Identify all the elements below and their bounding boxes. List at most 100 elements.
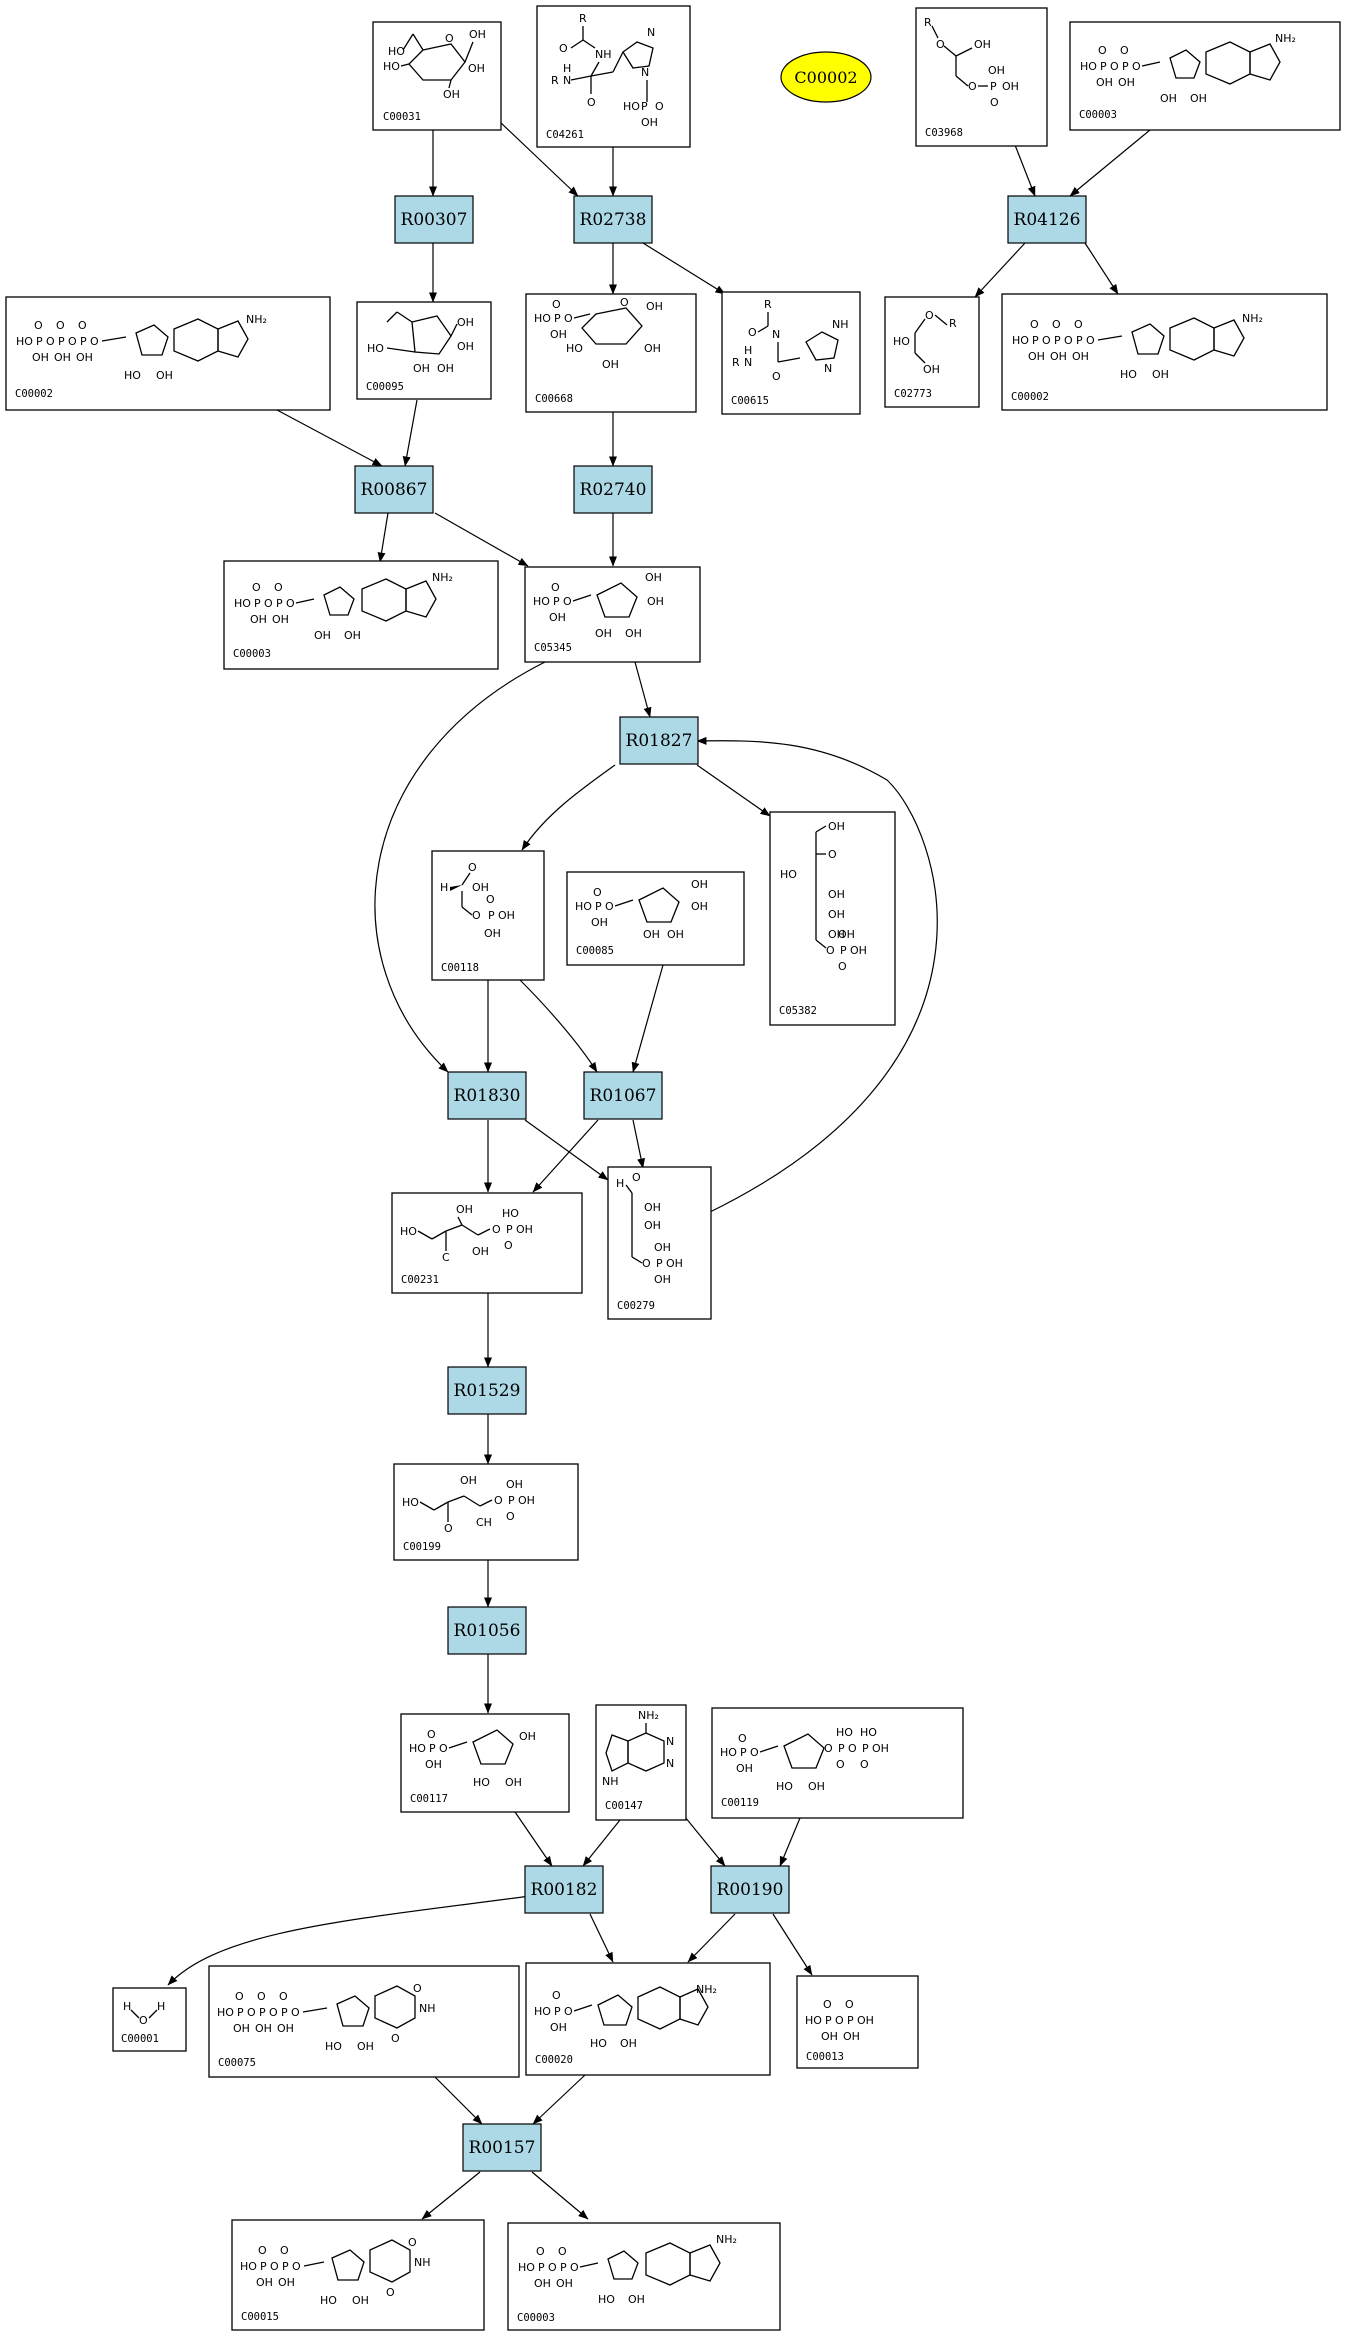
svg-text:OH: OH	[460, 1474, 477, 1487]
svg-text:R: R	[949, 317, 957, 330]
svg-text:OH: OH	[518, 1494, 535, 1507]
svg-text:OH: OH	[277, 2022, 294, 2035]
compound-id: C00020	[535, 2054, 573, 2066]
svg-text:HO: HO	[1012, 334, 1029, 347]
svg-text:OH: OH	[32, 351, 49, 364]
svg-text:OH: OH	[156, 369, 173, 382]
svg-text:O: O	[563, 595, 572, 608]
reaction-node[interactable]: R01056	[447, 1606, 527, 1655]
svg-text:HO: HO	[780, 868, 797, 881]
svg-text:O: O	[936, 38, 945, 51]
reaction-node[interactable]: R00182	[524, 1865, 604, 1914]
svg-text:H: H	[157, 2000, 165, 2013]
reaction-node[interactable]: R00867	[354, 465, 434, 514]
svg-text:HO: HO	[409, 1742, 426, 1755]
svg-text:NH: NH	[414, 2256, 431, 2269]
svg-text:O: O	[247, 2006, 256, 2019]
compounds: HO O OH HO OH OH C00031 R O NH N N	[5, 5, 1341, 2331]
compound-node[interactable]: NH₂ NH NN C00147	[595, 1704, 687, 1821]
svg-text:OH: OH	[344, 629, 361, 642]
svg-text:O: O	[823, 1998, 832, 2011]
reaction-node[interactable]: R00157	[462, 2123, 542, 2172]
reaction-node[interactable]: R02738	[573, 195, 653, 244]
compound-id: C00615	[731, 395, 769, 407]
svg-text:P: P	[1122, 60, 1129, 73]
svg-text:O: O	[772, 370, 781, 383]
reaction-node[interactable]: R00190	[710, 1865, 790, 1914]
svg-text:O: O	[1110, 60, 1119, 73]
svg-text:OH: OH	[1096, 76, 1113, 89]
svg-text:OH: OH	[644, 1201, 661, 1214]
reaction-node[interactable]: R00307	[394, 195, 474, 244]
svg-text:P: P	[58, 335, 65, 348]
compound-node[interactable]: HO O OH HO OH OH C00031	[372, 21, 502, 131]
reaction-node[interactable]: R02740	[573, 465, 653, 514]
compound-node[interactable]: O R HO OH C02773	[884, 296, 980, 408]
reaction-label: R02738	[580, 210, 647, 230]
svg-text:O: O	[750, 1746, 759, 1759]
svg-text:O: O	[492, 1223, 501, 1236]
compound-id: C00085	[576, 945, 614, 957]
svg-text:HO: HO	[720, 1746, 737, 1759]
svg-text:OH: OH	[1190, 92, 1207, 105]
svg-text:OH: OH	[425, 1758, 442, 1771]
reaction-label: R01827	[626, 731, 693, 751]
reaction-node[interactable]: R01529	[447, 1366, 527, 1415]
svg-text:NH₂: NH₂	[716, 2233, 737, 2246]
svg-text:OH: OH	[647, 595, 664, 608]
svg-text:O: O	[472, 909, 481, 922]
svg-text:O: O	[748, 326, 757, 339]
svg-text:OH: OH	[667, 928, 684, 941]
edge-r04126-c02773	[974, 242, 1026, 298]
highlight-compound[interactable]: C00002	[780, 51, 872, 103]
svg-text:OH: OH	[250, 613, 267, 626]
compound-node[interactable]: H O H C00001	[112, 1987, 187, 2052]
svg-text:OH: OH	[255, 2022, 272, 2035]
svg-text:OH: OH	[736, 1762, 753, 1775]
edge-c00279-r01827	[696, 736, 938, 1213]
svg-text:OH: OH	[1002, 80, 1019, 93]
reaction-node[interactable]: R04126	[1007, 195, 1087, 244]
svg-text:O: O	[828, 848, 837, 861]
reaction-node[interactable]: R01827	[619, 716, 699, 765]
svg-text:OH: OH	[828, 888, 845, 901]
svg-text:OH: OH	[691, 900, 708, 913]
reaction-node[interactable]: R01830	[447, 1071, 527, 1120]
svg-text:O: O	[90, 335, 99, 348]
svg-text:OH: OH	[1072, 350, 1089, 363]
svg-text:HO: HO	[388, 45, 405, 58]
compound-id: C05382	[779, 1005, 817, 1017]
reaction-node[interactable]: R01067	[583, 1071, 663, 1120]
compound-id: C00015	[241, 2311, 279, 2323]
svg-text:OH: OH	[654, 1241, 671, 1254]
svg-text:O: O	[68, 335, 77, 348]
reaction-label: R04126	[1014, 210, 1081, 230]
